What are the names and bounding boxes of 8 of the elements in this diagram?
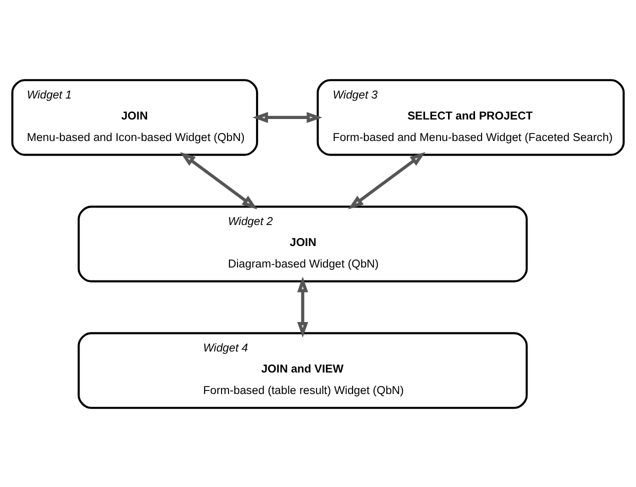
node-box: Widget 2 JOIN Diagram-based Widget (QbN) [78, 205, 528, 282]
arrow [348, 152, 426, 209]
arrow [252, 112, 322, 122]
node-box: Widget 1 JOIN Menu-based and Icon-based Widget (QbN) [11, 78, 258, 156]
node-box: Widget 4 JOIN and VIEW Form-based (table result) Widget (QbN) [78, 332, 528, 408]
node-box: Widget 3 SELECT and PROJECT Form-based and Menu-based Widget (Faceted Search) [316, 78, 625, 156]
arrow [180, 152, 258, 209]
arrow [297, 276, 308, 338]
